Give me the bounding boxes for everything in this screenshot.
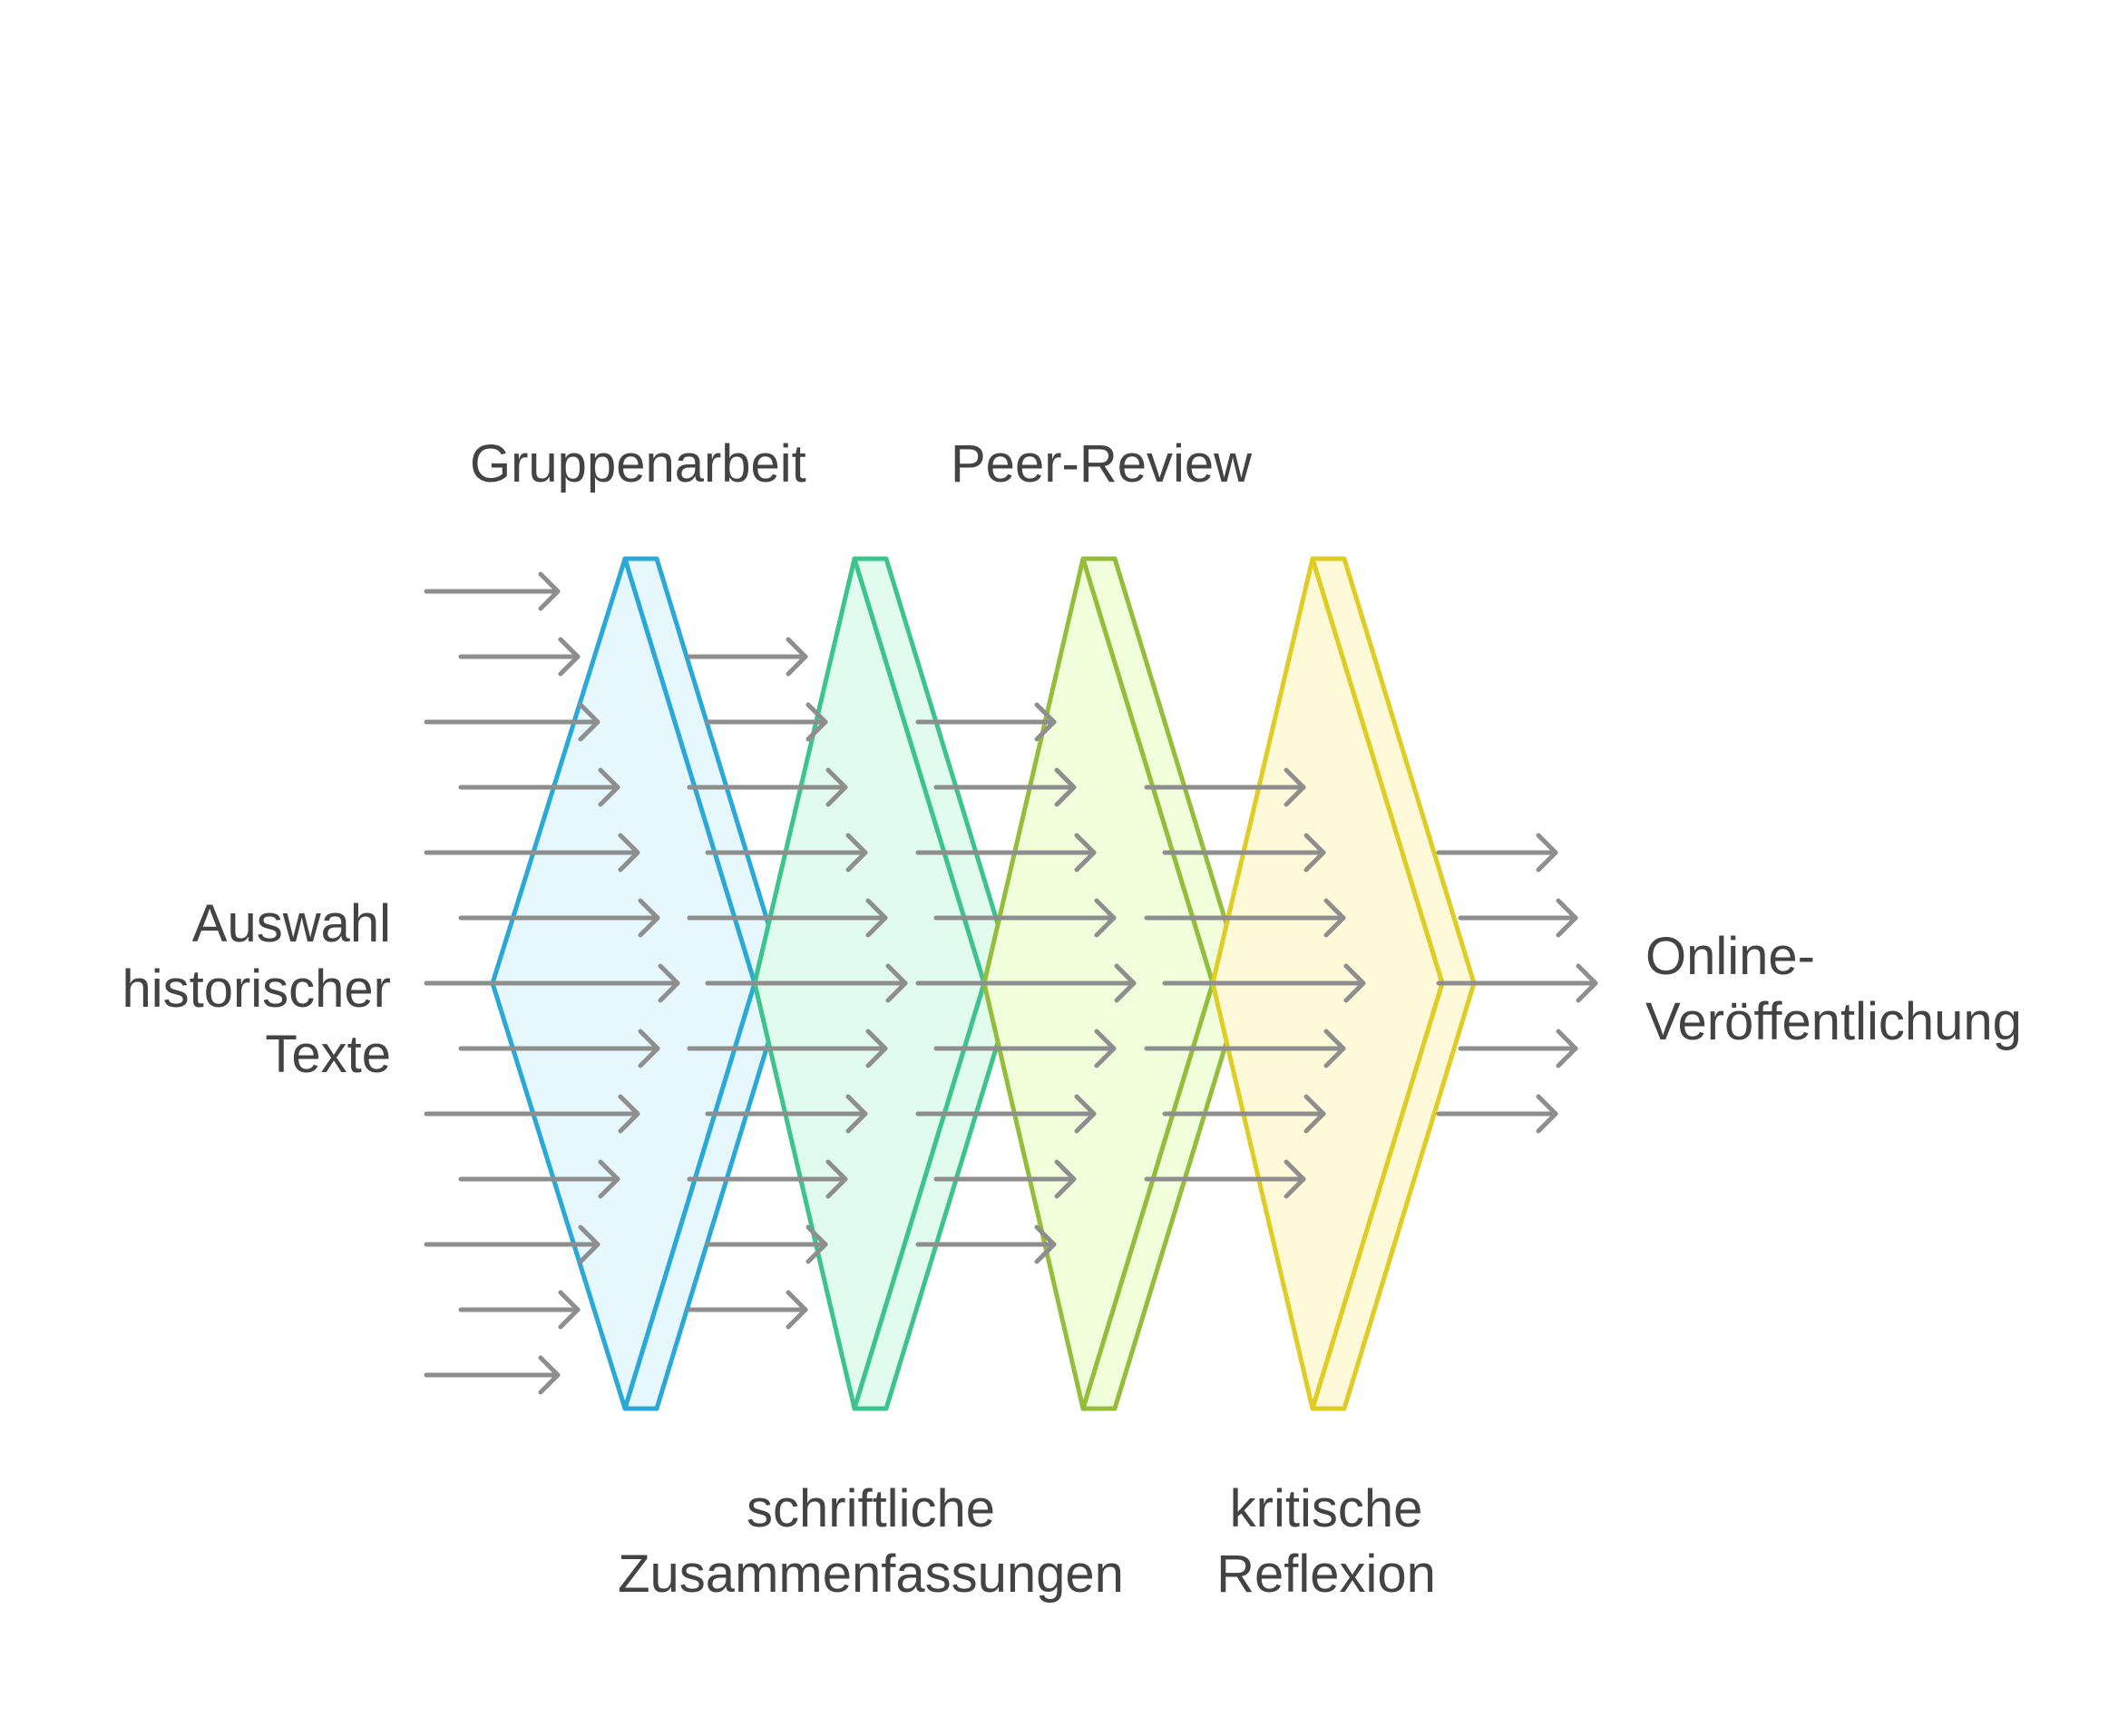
input-arrow (458, 1159, 620, 1199)
input-arrow (424, 1094, 640, 1134)
stage-arrow (705, 833, 868, 873)
stage-arrow (915, 833, 1097, 873)
stage-label-gruppenarbeit: Gruppenarbeit (470, 432, 806, 497)
input-arrow (458, 1290, 581, 1330)
stage-arrow (1144, 767, 1306, 807)
input-arrow (424, 571, 561, 611)
stage-arrow (1144, 1029, 1346, 1068)
output-label-line: Online- (1645, 927, 1815, 986)
stage-arrow (687, 1029, 888, 1068)
input-arrow (458, 1029, 660, 1068)
input-arrow (424, 963, 680, 1003)
stage-label-schriftliche-zusammenfassungen: schriftliche Zusammenfassungen (618, 1477, 1124, 1607)
stage-arrow (1144, 1159, 1306, 1199)
stage-label-line: Gruppenarbeit (470, 434, 806, 493)
input-arrow (424, 702, 600, 742)
stage-arrow (687, 898, 888, 938)
input-label: Auswahl historischer Texte (122, 892, 391, 1087)
stage-arrow (1162, 963, 1366, 1003)
stage-arrow (687, 767, 848, 807)
output-arrow (1458, 898, 1578, 938)
stage-label-line: Reflexion (1216, 1545, 1436, 1604)
arrow-layer (424, 571, 1598, 1395)
stage-label-line: kritische (1229, 1479, 1423, 1538)
stage-arrow (705, 702, 828, 742)
stage-arrow (687, 637, 808, 677)
input-label-line: historischer (122, 960, 391, 1019)
input-arrow (424, 1355, 561, 1395)
output-arrow (1436, 833, 1558, 873)
stage-arrow (933, 1159, 1077, 1199)
input-arrow (458, 767, 620, 807)
stage-arrow (687, 1290, 808, 1330)
stage-arrow (705, 1094, 868, 1134)
stage-arrow (687, 1159, 848, 1199)
stage-arrow (1144, 898, 1346, 938)
stage-label-kritische-reflexion: kritische Reflexion (1216, 1477, 1436, 1607)
stage-arrow (705, 1224, 828, 1264)
output-label-line: Veröffentlichung (1645, 992, 2022, 1051)
stage-arrow (915, 1224, 1057, 1264)
output-label: Online- Veröffentlichung (1645, 924, 2022, 1055)
stage-arrow (933, 898, 1117, 938)
stage-arrow (933, 767, 1077, 807)
stage-arrow (1162, 833, 1326, 873)
stage-label-line: schriftliche (747, 1479, 995, 1538)
stage-label-line: Zusammenfassungen (618, 1545, 1124, 1604)
stage-arrow (915, 1094, 1097, 1134)
output-arrow (1458, 1029, 1578, 1068)
input-label-line: Auswahl (191, 894, 391, 953)
output-arrow (1436, 1094, 1558, 1134)
input-label-line: Texte (265, 1025, 391, 1084)
stage-label-peer-review: Peer-Review (951, 432, 1252, 497)
stage-label-line: Peer-Review (951, 434, 1252, 493)
stage-arrow (915, 702, 1057, 742)
stage-arrow (933, 1029, 1117, 1068)
stage-arrow (915, 963, 1137, 1003)
input-arrow (458, 637, 581, 677)
stage-arrow (1162, 1094, 1326, 1134)
input-arrow (424, 833, 640, 873)
input-arrow (424, 1224, 600, 1264)
stage-arrow (705, 963, 908, 1003)
output-arrow (1436, 963, 1598, 1003)
input-arrow (458, 898, 660, 938)
